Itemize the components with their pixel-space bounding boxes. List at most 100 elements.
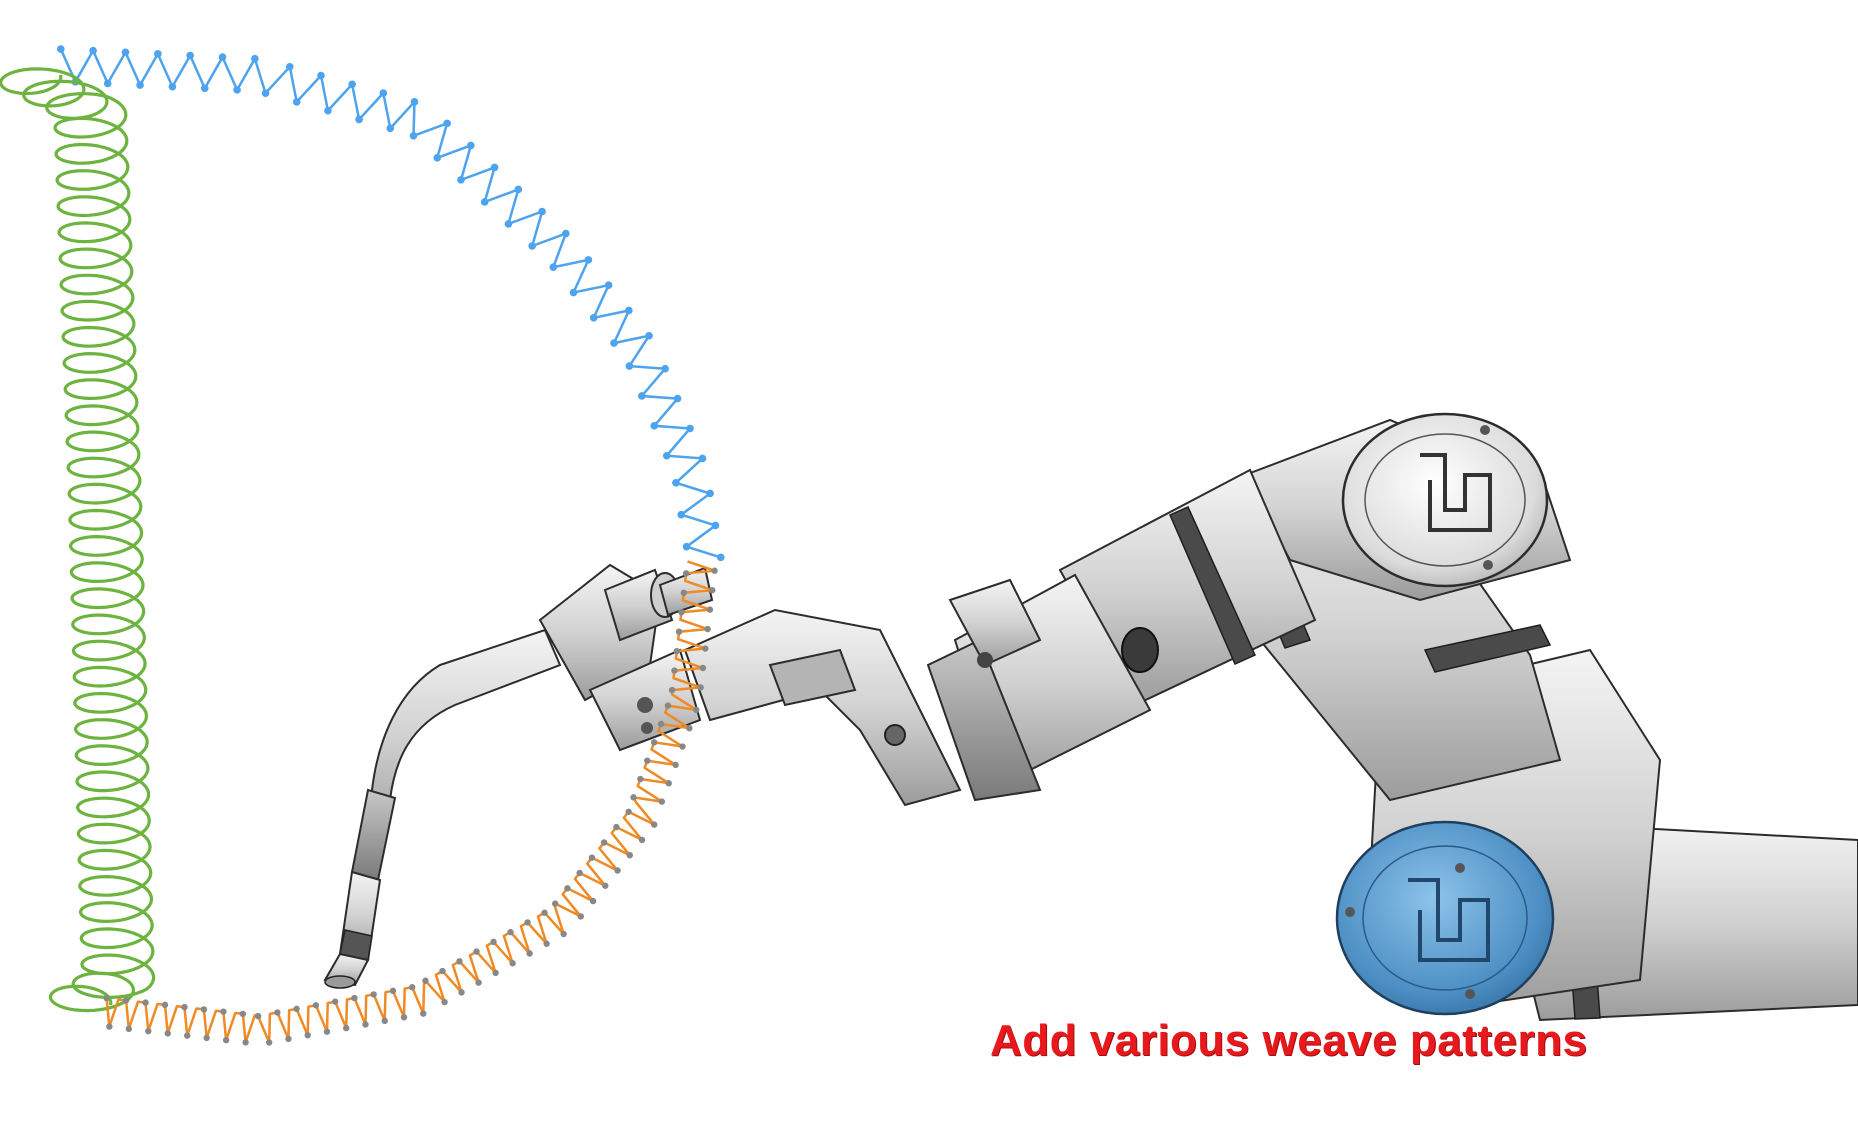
triangle-weave-node	[389, 987, 397, 995]
triangle-weave-node	[524, 919, 531, 926]
zigzag-weave-node	[625, 306, 633, 315]
zigzag-weave-node	[168, 82, 177, 91]
triangle-weave-node	[145, 1027, 152, 1035]
zigzag-weave-node	[233, 86, 241, 94]
triangle-weave-node	[492, 969, 499, 977]
triangle-weave-node	[285, 1035, 292, 1043]
triangle-weave-node	[526, 950, 533, 957]
triangle-weave-node	[106, 1023, 113, 1030]
zigzag-weave-node	[261, 89, 270, 97]
triangle-weave-node	[422, 977, 429, 984]
triangle-weave-node	[103, 994, 110, 1002]
zigzag-weave-node	[467, 141, 475, 150]
triangle-weave-node	[304, 1032, 311, 1039]
zigzag-weave-node	[292, 98, 301, 106]
triangle-weave-node	[184, 1032, 191, 1039]
zigzag-weave-node	[604, 281, 613, 289]
zigzag-weave-node	[457, 176, 465, 184]
triangle-weave-node	[458, 989, 465, 996]
triangle-weave-node	[293, 1005, 300, 1013]
zigzag-weave-node	[716, 553, 725, 562]
triangle-weave-node	[409, 984, 416, 991]
triangle-weave-node	[274, 1009, 281, 1016]
zigzag-weave-node	[218, 53, 227, 61]
zigzag-weave-node	[584, 256, 593, 264]
triangle-weave-node	[664, 702, 672, 709]
triangle-weave-node	[351, 994, 358, 1002]
triangle-weave-node	[602, 882, 609, 889]
triangle-weave-node	[456, 958, 463, 965]
triangle-weave-node	[588, 854, 596, 861]
zigzag-weave-node	[317, 71, 325, 80]
triangle-weave-node	[543, 940, 550, 947]
zigzag-weave-node	[589, 313, 598, 322]
zigzag-weave-node	[638, 392, 646, 400]
triangle-weave-node	[682, 570, 690, 577]
zigzag-weave-node	[409, 131, 418, 140]
zigzag-weave-node	[672, 478, 680, 487]
triangle-weave-node	[711, 567, 718, 574]
triangle-weave-node	[577, 913, 585, 920]
zigzag-weave-node	[324, 106, 332, 115]
zigzag-weave-node	[433, 154, 442, 162]
zigzag-weave-path	[56, 45, 725, 562]
triangle-weave-node	[675, 628, 683, 635]
zigzag-weave-node	[625, 362, 634, 370]
triangle-weave-node	[564, 885, 571, 892]
triangle-weave-node	[679, 743, 686, 750]
zigzag-weave-node	[56, 45, 65, 53]
zigzag-weave-node	[549, 263, 558, 272]
triangle-weave-node	[220, 1008, 227, 1015]
zigzag-weave-node	[528, 242, 536, 250]
triangle-weave-node	[613, 823, 620, 831]
zigzag-weave-node	[200, 84, 209, 93]
triangle-weave-node	[222, 1036, 230, 1044]
triangle-weave-node	[668, 686, 676, 694]
triangle-weave-node	[686, 724, 693, 732]
zigzag-weave-node	[186, 51, 194, 60]
zigzag-weave-node	[285, 62, 294, 71]
zigzag-weave-node	[490, 163, 499, 172]
zigzag-weave-node	[673, 394, 682, 403]
triangle-weave-node	[706, 606, 714, 613]
triangle-weave-node	[331, 998, 339, 1005]
triangle-weave-node	[625, 808, 632, 815]
zigzag-weave-node	[251, 54, 259, 63]
triangle-weave-node	[638, 836, 646, 844]
zigzag-weave-node	[348, 80, 356, 89]
triangle-weave-node	[637, 775, 644, 783]
triangle-weave-node	[541, 909, 548, 916]
zigzag-weave-node	[661, 364, 669, 373]
triangle-weave-node	[589, 897, 597, 905]
triangle-weave-node	[343, 1024, 350, 1032]
triangle-weave-node	[203, 1034, 210, 1042]
triangle-weave-node	[560, 930, 567, 938]
zigzag-weave-node	[386, 124, 395, 133]
circular-weave-path	[0, 67, 156, 1013]
zigzag-weave-node	[682, 542, 691, 551]
triangle-weave-node	[651, 821, 658, 828]
triangle-weave-node	[709, 586, 716, 594]
triangle-weave-node	[164, 1030, 171, 1037]
zigzag-weave-node	[504, 220, 513, 228]
triangle-weave-node	[200, 1006, 208, 1013]
zigzag-weave-node	[136, 81, 144, 89]
triangle-weave-node	[699, 664, 707, 672]
triangle-weave-node	[122, 997, 130, 1004]
robot-arm	[538, 412, 1858, 1022]
triangle-weave-node	[475, 979, 482, 986]
triangle-weave-node	[312, 1002, 320, 1009]
triangle-weave-node	[439, 967, 446, 975]
grey-joint-cap	[1341, 412, 1549, 588]
triangle-weave-node	[626, 851, 633, 859]
triangle-weave-node	[265, 1039, 273, 1046]
triangle-weave-node	[665, 780, 672, 787]
triangle-weave-node	[323, 1028, 331, 1035]
triangle-weave-node	[420, 1010, 427, 1017]
triangle-weave-node	[702, 645, 709, 652]
zigzag-weave-node	[698, 454, 707, 463]
triangle-weave-node	[441, 998, 448, 1006]
triangle-weave-node	[242, 1039, 249, 1046]
triangle-weave-node	[693, 706, 700, 714]
